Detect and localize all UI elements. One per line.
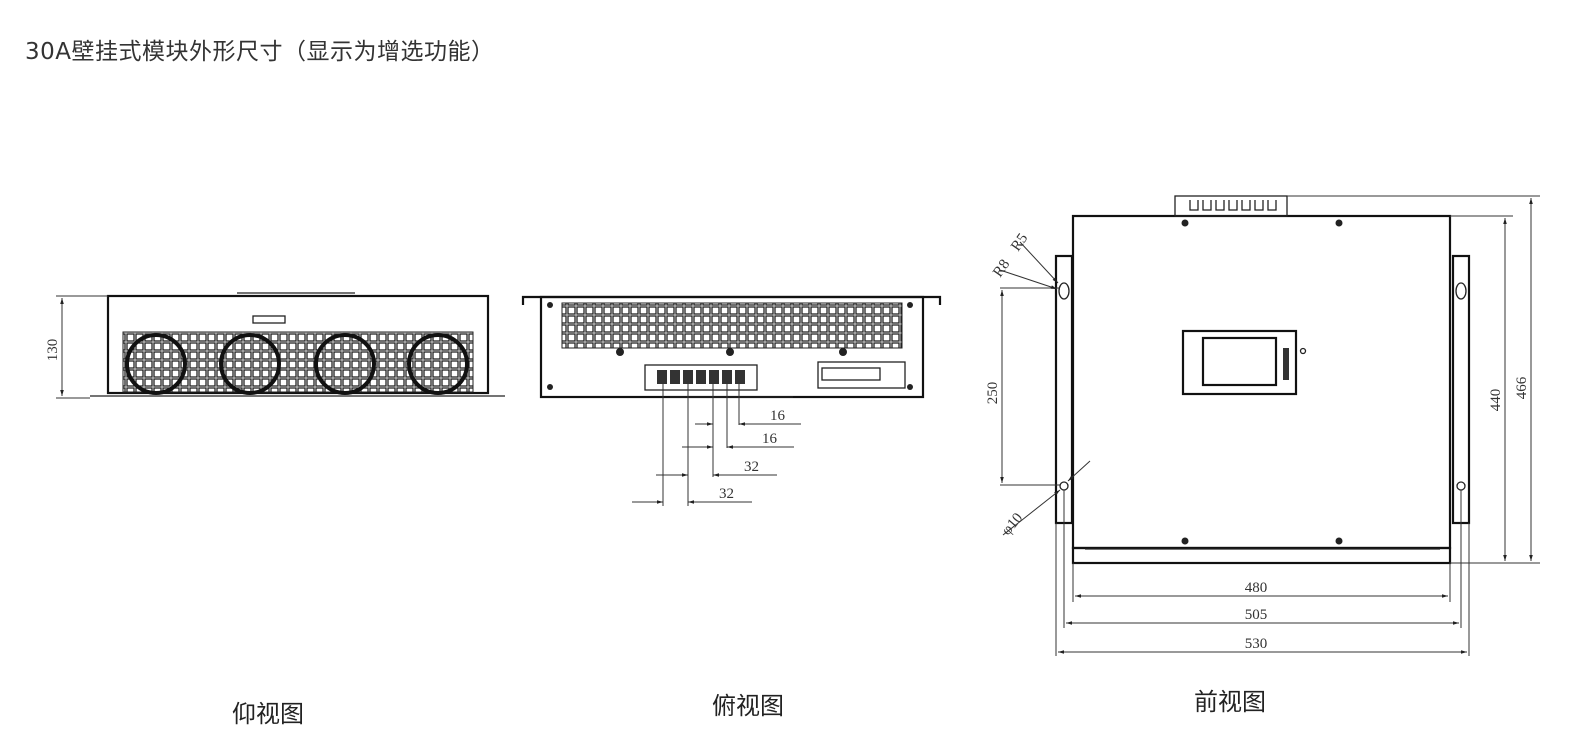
caption-front-view: 前视图 [1194,688,1266,716]
signal-connector [817,361,906,389]
display-panel [1181,329,1298,396]
dim-r8: R8 [990,257,1013,281]
fans [125,333,469,395]
bottom-strip [1071,546,1452,565]
left-bracket [1054,254,1074,525]
dim-16-b: 16 [762,431,778,447]
dim-250: 250 [985,382,1001,405]
page-title: 30A壁挂式模块外形尺寸（显示为增选功能） [25,39,495,65]
top-connector [1174,195,1288,217]
bottom-view: 130 仰视图 [45,292,505,728]
dim-440: 440 [1488,389,1504,412]
top-view: 16 16 32 32 俯视图 [521,295,942,720]
dim-phi10: φ10 [999,510,1026,538]
right-bracket [1451,254,1471,525]
fan-icon [314,333,376,395]
front-view: 440 466 250 R5 R8 φ10 480 505 530 前视图 [985,195,1540,716]
terminals [657,370,745,384]
fan-icon [125,333,187,395]
dim-530: 530 [1245,636,1268,652]
dim-32-b: 32 [719,486,734,502]
display-screen [1201,336,1278,387]
fan-icon [407,333,469,395]
dim-height-130: 130 [45,339,61,362]
dim-480: 480 [1245,580,1268,596]
terminal-block [644,364,758,391]
dim-466: 466 [1514,376,1530,399]
dim-505: 505 [1245,607,1268,623]
label-slot [252,315,286,324]
dim-16-a: 16 [770,408,786,424]
caption-bottom-view: 仰视图 [232,700,304,728]
terminal-dimensions: 16 16 32 32 [632,380,801,506]
caption-top-view: 俯视图 [712,692,784,720]
keyhole-icon [1455,282,1467,300]
keyhole-icon [1058,282,1070,300]
dim-32-a: 32 [744,459,759,475]
fan-icon [219,333,281,395]
